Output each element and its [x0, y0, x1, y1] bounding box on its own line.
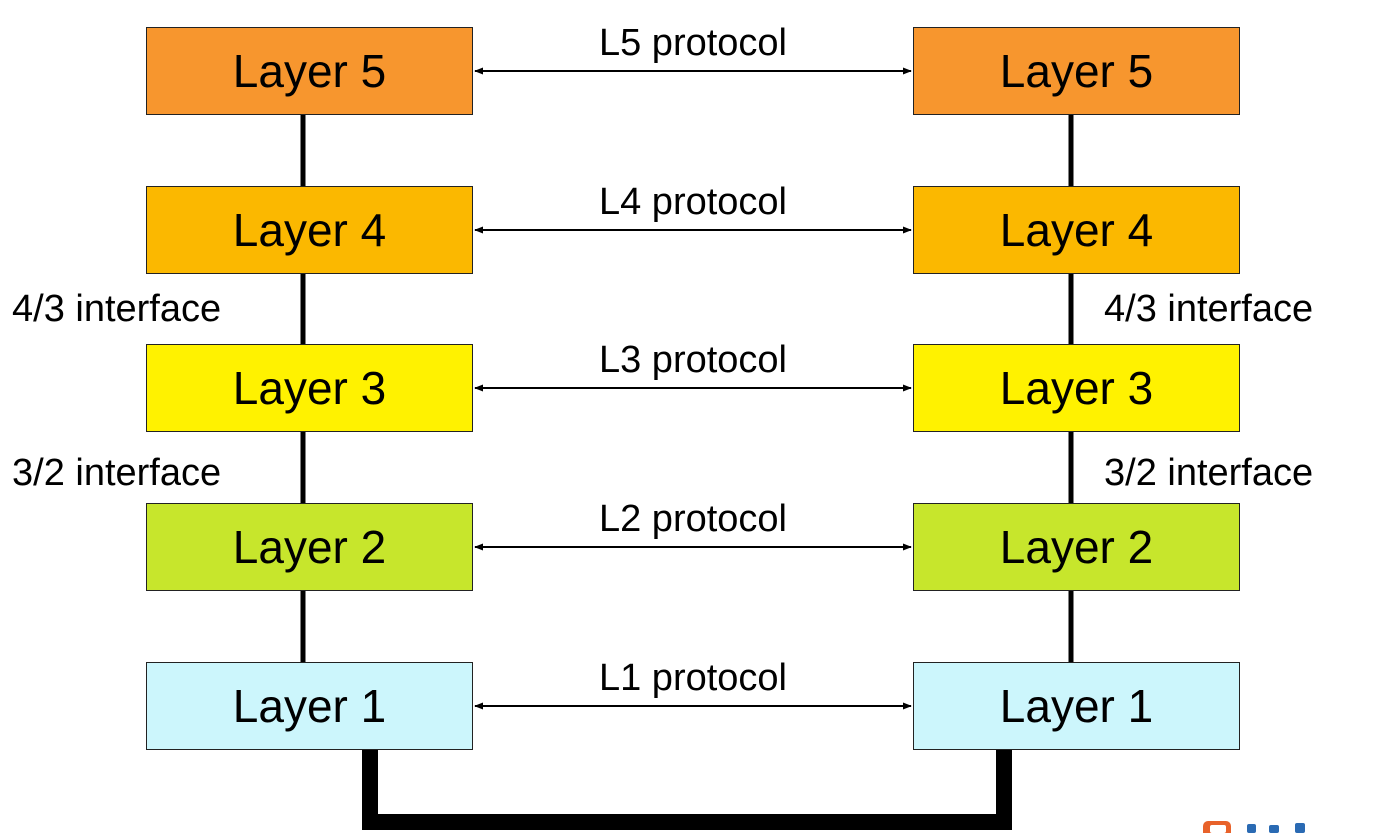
left-layer-2-label: Layer 2	[232, 521, 387, 573]
right-interface-label-4-3: 4/3 interface	[1104, 288, 1314, 330]
right-layer-3-box: Layer 3	[913, 344, 1240, 432]
protocol-label-l5: L5 protocol	[598, 22, 787, 64]
left-layer-3-label: Layer 3	[232, 362, 387, 414]
right-layer-3-label: Layer 3	[999, 362, 1154, 414]
physical-medium-link	[362, 750, 1012, 830]
protocol-label-l3: L3 protocol	[598, 339, 787, 381]
left-layer-4-label: Layer 4	[232, 204, 387, 256]
right-layer-4-box: Layer 4	[913, 186, 1240, 274]
right-layer-4-label: Layer 4	[999, 204, 1154, 256]
protocol-label-l1: L1 protocol	[598, 657, 787, 699]
right-interface-label-3-2: 3/2 interface	[1104, 452, 1314, 494]
left-layer-3-box: Layer 3	[146, 344, 473, 432]
left-layer-5-box: Layer 5	[146, 27, 473, 115]
right-layer-2-label: Layer 2	[999, 521, 1154, 573]
right-layer-5-label: Layer 5	[999, 45, 1154, 97]
left-layer-5-label: Layer 5	[232, 45, 387, 97]
left-layer-4-box: Layer 4	[146, 186, 473, 274]
protocol-label-l2: L2 protocol	[598, 498, 787, 540]
left-interface-label-3-2: 3/2 interface	[12, 452, 222, 494]
left-layer-2-box: Layer 2	[146, 503, 473, 591]
brand-logo-icon	[1197, 818, 1397, 833]
protocol-label-l4: L4 protocol	[598, 181, 787, 223]
right-layer-1-label: Layer 1	[999, 680, 1154, 732]
left-interface-label-4-3: 4/3 interface	[12, 288, 222, 330]
right-layer-1-box: Layer 1	[913, 662, 1240, 750]
left-layer-1-label: Layer 1	[232, 680, 387, 732]
right-layer-2-box: Layer 2	[913, 503, 1240, 591]
right-layer-5-box: Layer 5	[913, 27, 1240, 115]
left-layer-1-box: Layer 1	[146, 662, 473, 750]
